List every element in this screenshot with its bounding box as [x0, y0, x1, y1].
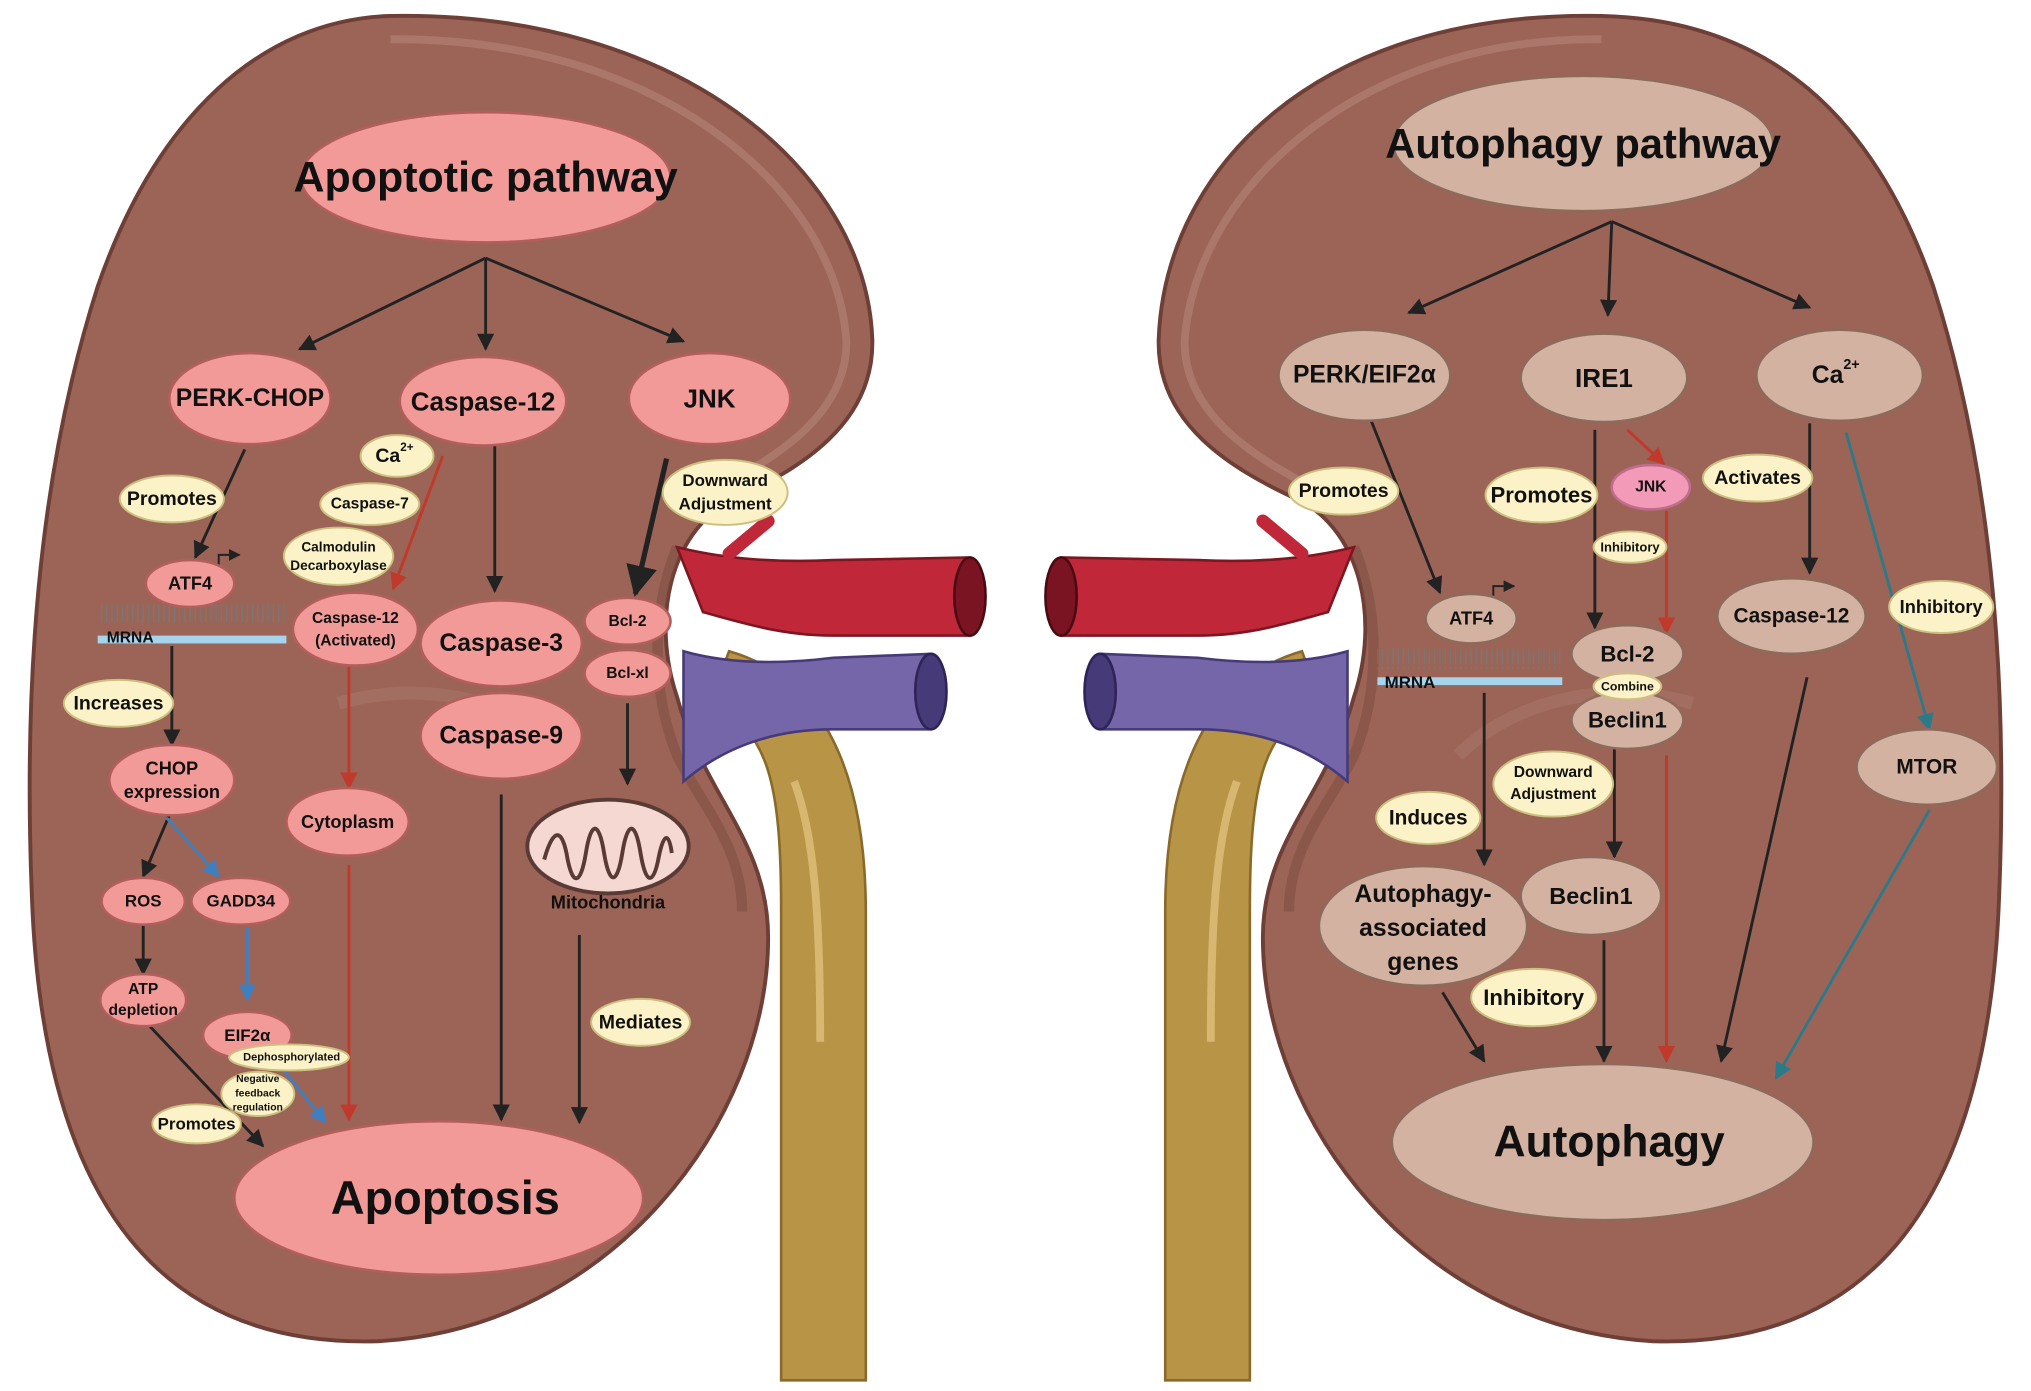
autophagy-genes-node-line3: genes: [1387, 949, 1458, 976]
promotes-note: Promotes: [1490, 483, 1592, 508]
caspase12-activated-node-line1: Caspase-12: [312, 610, 399, 627]
mitochondria-label: Mitochondria: [551, 893, 666, 913]
downward-adjustment-note-line2: Adjustment: [1510, 786, 1596, 803]
inhibitory-note: Inhibitory: [1900, 597, 1984, 617]
caspase9-node: Caspase-9: [439, 722, 563, 749]
mediates-note: Mediates: [599, 1011, 683, 1033]
bcl2-node: Bcl-2: [608, 613, 646, 630]
atp-depletion-node-line2: depletion: [109, 1002, 178, 1019]
dephosphorylated-note: Dephosphorylated: [243, 1051, 340, 1063]
ca-text: Ca: [1812, 362, 1844, 389]
induces-note: Induces: [1389, 806, 1468, 829]
caspase7-note: Caspase-7: [331, 496, 409, 513]
eif2a-node: EIF2α: [224, 1026, 271, 1045]
activates-note: Activates: [1714, 467, 1801, 489]
jnk-node: [1610, 463, 1692, 511]
gadd34-node: GADD34: [207, 892, 276, 911]
chop-expression-node-line1: CHOP: [146, 758, 199, 778]
ca-node: Ca2+: [1812, 357, 1860, 389]
left-artery: [674, 514, 987, 637]
autophagy-genes-node-line2: associated: [1359, 915, 1487, 942]
notes: [62, 434, 1995, 1145]
caspase3-node: Caspase-3: [439, 630, 563, 657]
perk-eif2a-node: PERK/EIF2α: [1293, 362, 1436, 389]
left-vein: [682, 649, 948, 785]
beclin1-node: Beclin1: [1588, 708, 1667, 733]
bclxl-node: Bcl-xl: [606, 665, 649, 682]
apoptosis-label: Apoptosis: [331, 1172, 560, 1224]
atp-depletion-node-line1: ATP: [128, 981, 158, 998]
jnk-label: JNK: [1635, 479, 1667, 496]
mtor-node: MTOR: [1896, 756, 1957, 779]
autophagy-pathway-title: Autophagy pathway: [1385, 120, 1781, 167]
atf4-node: ATF4: [168, 574, 213, 594]
negative-feedback-note-line3: regulation: [233, 1103, 283, 1114]
ire1-node: IRE1: [1575, 363, 1633, 393]
ca-superscript: 2+: [1843, 357, 1859, 373]
left-mrna-strand: [97, 603, 287, 644]
caspase12-activated-node-line2: (Activated): [315, 632, 396, 649]
bcl2-node: Bcl-2: [1600, 641, 1654, 666]
apoptotic-pathway-title-ellipse: [299, 110, 672, 244]
promotes-note: Promotes: [158, 1114, 236, 1133]
cytoplasm-node: Cytoplasm: [301, 812, 394, 832]
right-artery: [1044, 514, 1357, 637]
autophagy-genes-node-line1: Autophagy-: [1354, 881, 1491, 908]
calmodulin-note-line2: Decarboxylase: [290, 558, 387, 573]
negative-feedback-note-line1: Negative: [236, 1074, 280, 1085]
ca-note: Ca2+: [375, 440, 413, 467]
jnk-node: JNK: [684, 384, 736, 414]
mrna-label: MRNA: [107, 630, 154, 647]
downward-adjustment-note-line1: Downward: [682, 471, 767, 490]
autophagy-label: Autophagy: [1494, 1118, 1725, 1167]
autophagy-pathway-title-ellipse: [1391, 74, 1775, 213]
inhibitory-note: Inhibitory: [1483, 985, 1584, 1010]
calmodulin-note-line1: Calmodulin: [301, 540, 375, 555]
apoptosis-ellipse: [233, 1119, 645, 1277]
left-nodes: [98, 110, 792, 1277]
beclin1-node: Beclin1: [1549, 883, 1632, 909]
autophagy-ellipse: [1390, 1062, 1815, 1222]
caspase12-node: Caspase-12: [411, 386, 556, 416]
right-mrna-strand: [1377, 648, 1563, 686]
right-vein: [1083, 649, 1349, 785]
increases-note: Increases: [73, 692, 163, 714]
right-nodes: [1277, 74, 1999, 1222]
mitochondria-icon: [525, 797, 691, 896]
right-arrows: [1368, 220, 1934, 1080]
promotes-note: Promotes: [1299, 480, 1389, 502]
perk-chop-node: PERK-CHOP: [176, 385, 324, 412]
downward-adjustment-note-line2: Adjustment: [679, 495, 772, 514]
inhibitory-note: Inhibitory: [1600, 540, 1660, 555]
ca-text: Ca: [375, 445, 400, 467]
mrna-label: MRNA: [1385, 673, 1436, 692]
ros-node: ROS: [125, 892, 162, 911]
atf4-node: ATF4: [1449, 609, 1494, 629]
chop-expression-node-line2: expression: [124, 782, 220, 802]
apoptotic-pathway-title: Apoptotic pathway: [294, 153, 678, 201]
left-arrows: [134, 256, 686, 1148]
downward-adjustment-note-line1: Downward: [1514, 764, 1593, 781]
combine-note: Combine: [1601, 679, 1654, 693]
caspase12-node: Caspase-12: [1734, 605, 1850, 628]
promotes-note: Promotes: [127, 488, 217, 510]
negative-feedback-note-line2: feedback: [235, 1088, 280, 1099]
ca-superscript: 2+: [400, 440, 414, 453]
